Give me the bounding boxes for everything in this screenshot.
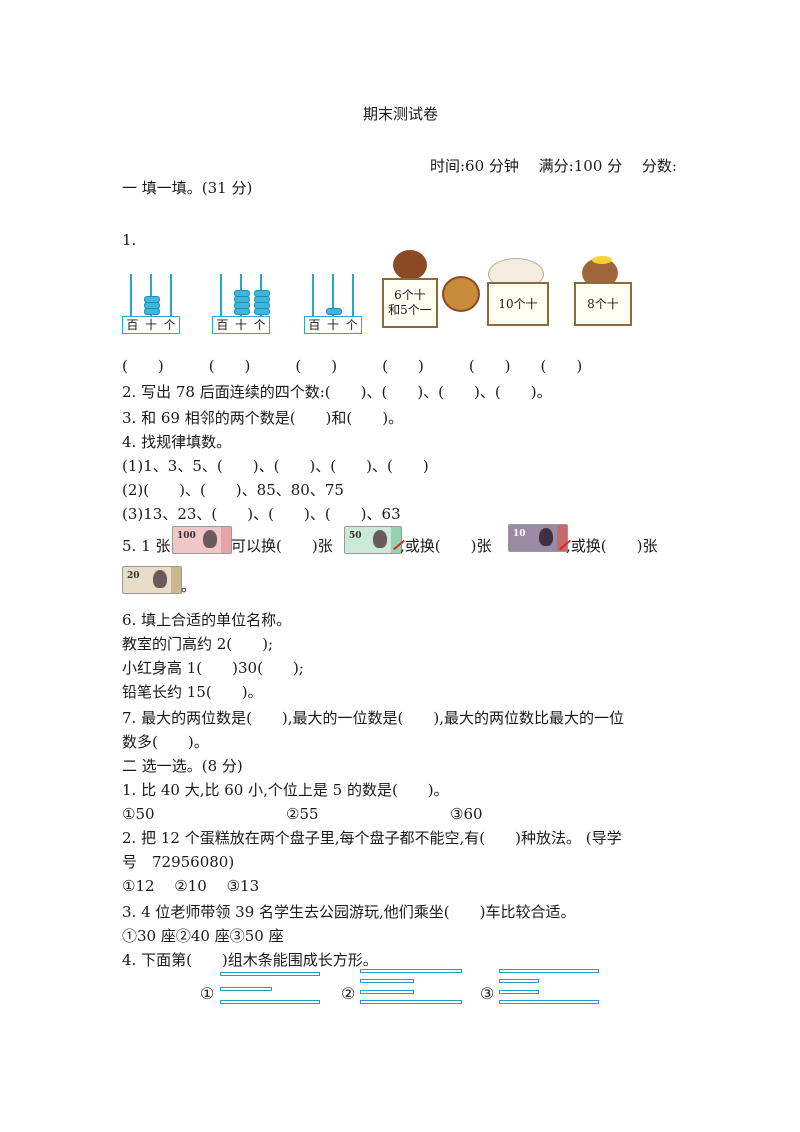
section2-heading: 二 选一选。(8 分) xyxy=(122,757,243,775)
page-title: 期末测试卷 xyxy=(363,105,439,123)
s2-q1: 1. 比 40 大,比 60 小,个位上是 5 的数是( )。 xyxy=(122,781,449,799)
abacus-1: 百十个 xyxy=(122,272,180,334)
s2-q1-option-b: ②55 xyxy=(286,805,319,823)
banknote-50: 50 xyxy=(344,526,402,554)
s2-q3-options: ①30 座②40 座③50 座 xyxy=(122,927,284,945)
sign-sheep: 10个十 xyxy=(487,282,549,326)
q6-heading: 6. 填上合适的单位名称。 xyxy=(122,611,292,629)
stick xyxy=(220,1000,320,1004)
s2-q1-option-a: ①50 xyxy=(122,805,155,823)
q4-b: (2)( )、( )、85、80、75 xyxy=(122,481,344,499)
s2-q1-option-c: ③60 xyxy=(450,805,483,823)
q5-part1: 5. 1 张 xyxy=(122,537,171,555)
stick xyxy=(360,979,414,983)
stick xyxy=(499,990,539,994)
s2-q2-line1: 2. 把 12 个蛋糕放在两个盘子里,每个盘子都不能空,有( )种放法。 (导学 xyxy=(122,829,622,847)
stick xyxy=(360,990,414,994)
banknote-10: 10 xyxy=(508,524,568,552)
q5-part4: ,或换( )张 xyxy=(566,537,658,555)
s2-q3: 3. 4 位老师带领 39 名学生去公园游玩,他们乘坐( )车比较合适。 xyxy=(122,903,576,921)
q4-heading: 4. 找规律填数。 xyxy=(122,433,232,451)
section1-heading: 一 填一填。(31 分) xyxy=(122,179,253,197)
stick xyxy=(220,972,320,976)
s2-q2-line2: 号 72956080) xyxy=(122,853,235,871)
q5-part3: ,或换( )张 xyxy=(400,537,492,555)
s2-q2-options: ①12 ②10 ③13 xyxy=(122,877,260,895)
q4-a: (1)1、3、5、( )、( )、( )、( ) xyxy=(122,457,429,475)
q6-a: 教室的门高约 2( ); xyxy=(122,635,274,653)
q6-b: 小红身高 1( )30( ); xyxy=(122,659,304,677)
q4-c: (3)13、23、( )、( )、( )、63 xyxy=(122,505,401,523)
q2: 2. 写出 78 后面连续的四个数:( )、( )、( )、( )。 xyxy=(122,383,552,401)
stick xyxy=(360,969,462,973)
s2-q4: 4. 下面第( )组木条能围成长方形。 xyxy=(122,951,378,969)
banknote-20: 20 xyxy=(122,566,182,594)
stick xyxy=(360,1000,462,1004)
stick xyxy=(499,979,539,983)
exam-info: 时间:60 分钟 满分:100 分 分数: xyxy=(430,157,677,175)
abacus-2: 百十个 xyxy=(212,272,270,334)
stick xyxy=(499,1000,599,1004)
q1-number: 1. xyxy=(122,231,137,249)
sign-monkey: 8个十 xyxy=(574,282,632,326)
q7-line1: 7. 最大的两位数是( ),最大的一位数是( ),最大的两位数比最大的一位 xyxy=(122,709,625,727)
abacus-3: 百十个 xyxy=(304,272,362,334)
q5-part5: 。 xyxy=(181,577,197,595)
stick xyxy=(220,987,272,991)
q6-c: 铅笔长约 15( )。 xyxy=(122,683,263,701)
q1-blanks: ( ) ( ) ( ) ( ) ( ) ( ) xyxy=(122,357,583,375)
banknote-100: 100 xyxy=(172,526,232,554)
q7-line2: 数多( )。 xyxy=(122,733,209,751)
stick-group-2-marker: ② xyxy=(341,984,356,1003)
stick xyxy=(499,969,599,973)
stick-group-3-marker: ③ xyxy=(480,984,495,1003)
q5-part2: 可以换( )张 xyxy=(231,537,333,555)
sign-squirrel: 6个十 和5个一 xyxy=(382,278,438,328)
stick-group-1-marker: ① xyxy=(200,984,215,1003)
q3: 3. 和 69 相邻的两个数是( )和( )。 xyxy=(122,409,404,427)
